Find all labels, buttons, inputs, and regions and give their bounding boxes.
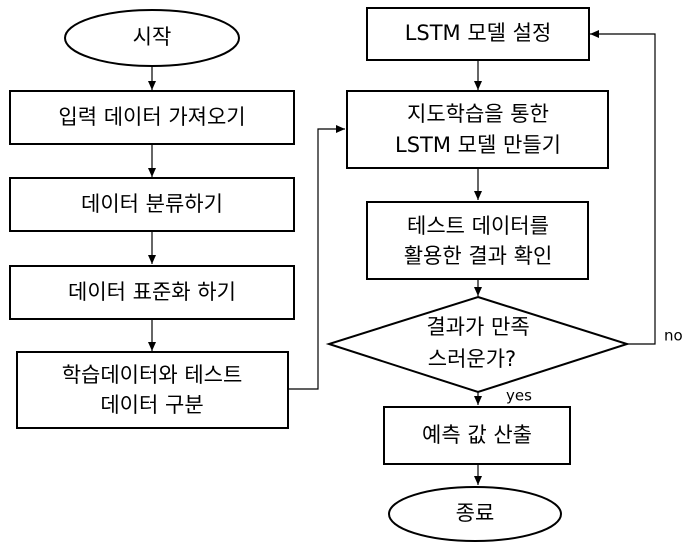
end-label: 종료 [456,501,495,525]
test-check-label-line1: 테스트 데이터를 [407,214,549,238]
split-label-line2: 데이터 구분 [100,393,203,417]
end-node: 종료 [388,486,562,542]
classify-data-node: 데이터 분류하기 [9,177,295,232]
arrow-decision-no [590,30,656,345]
standardize-node: 데이터 표준화 하기 [9,265,295,320]
start-label: 시작 [133,25,172,49]
import-data-node: 입력 데이터 가져오기 [9,90,295,145]
edge-label-yes: yes [506,387,532,405]
split-node: 학습데이터와 테스트 데이터 구분 [16,351,289,429]
lstm-train-label-line2: LSTM 모델 만들기 [395,133,561,157]
predict-node: 예측 값 산출 [383,406,571,465]
decision-label-line2: 스러운가? [428,347,516,371]
lstm-train-label-line1: 지도학습을 통한 [407,102,549,126]
lstm-setup-node: LSTM 모델 설정 [366,7,590,61]
decision-node: 결과가 만족 스러운가? [325,295,631,394]
lstm-train-node: 지도학습을 통한 LSTM 모델 만들기 [346,90,609,169]
connectors [148,30,656,485]
lstm-setup-label: LSTM 모델 설정 [405,21,552,45]
standardize-label: 데이터 표준화 하기 [68,280,236,304]
start-node: 시작 [64,9,240,67]
import-data-label: 입력 데이터 가져오기 [58,105,245,129]
split-label-line1: 학습데이터와 테스트 [62,363,243,387]
classify-data-label: 데이터 분류하기 [81,192,223,216]
predict-label: 예측 값 산출 [422,423,532,447]
test-check-label-line2: 활용한 결과 확인 [404,244,553,268]
edge-label-no: no [664,327,683,345]
arrow-split-to-train [288,125,345,390]
test-check-node: 테스트 데이터를 활용한 결과 확인 [366,201,589,280]
decision-label-line1: 결과가 만족 [426,315,529,339]
